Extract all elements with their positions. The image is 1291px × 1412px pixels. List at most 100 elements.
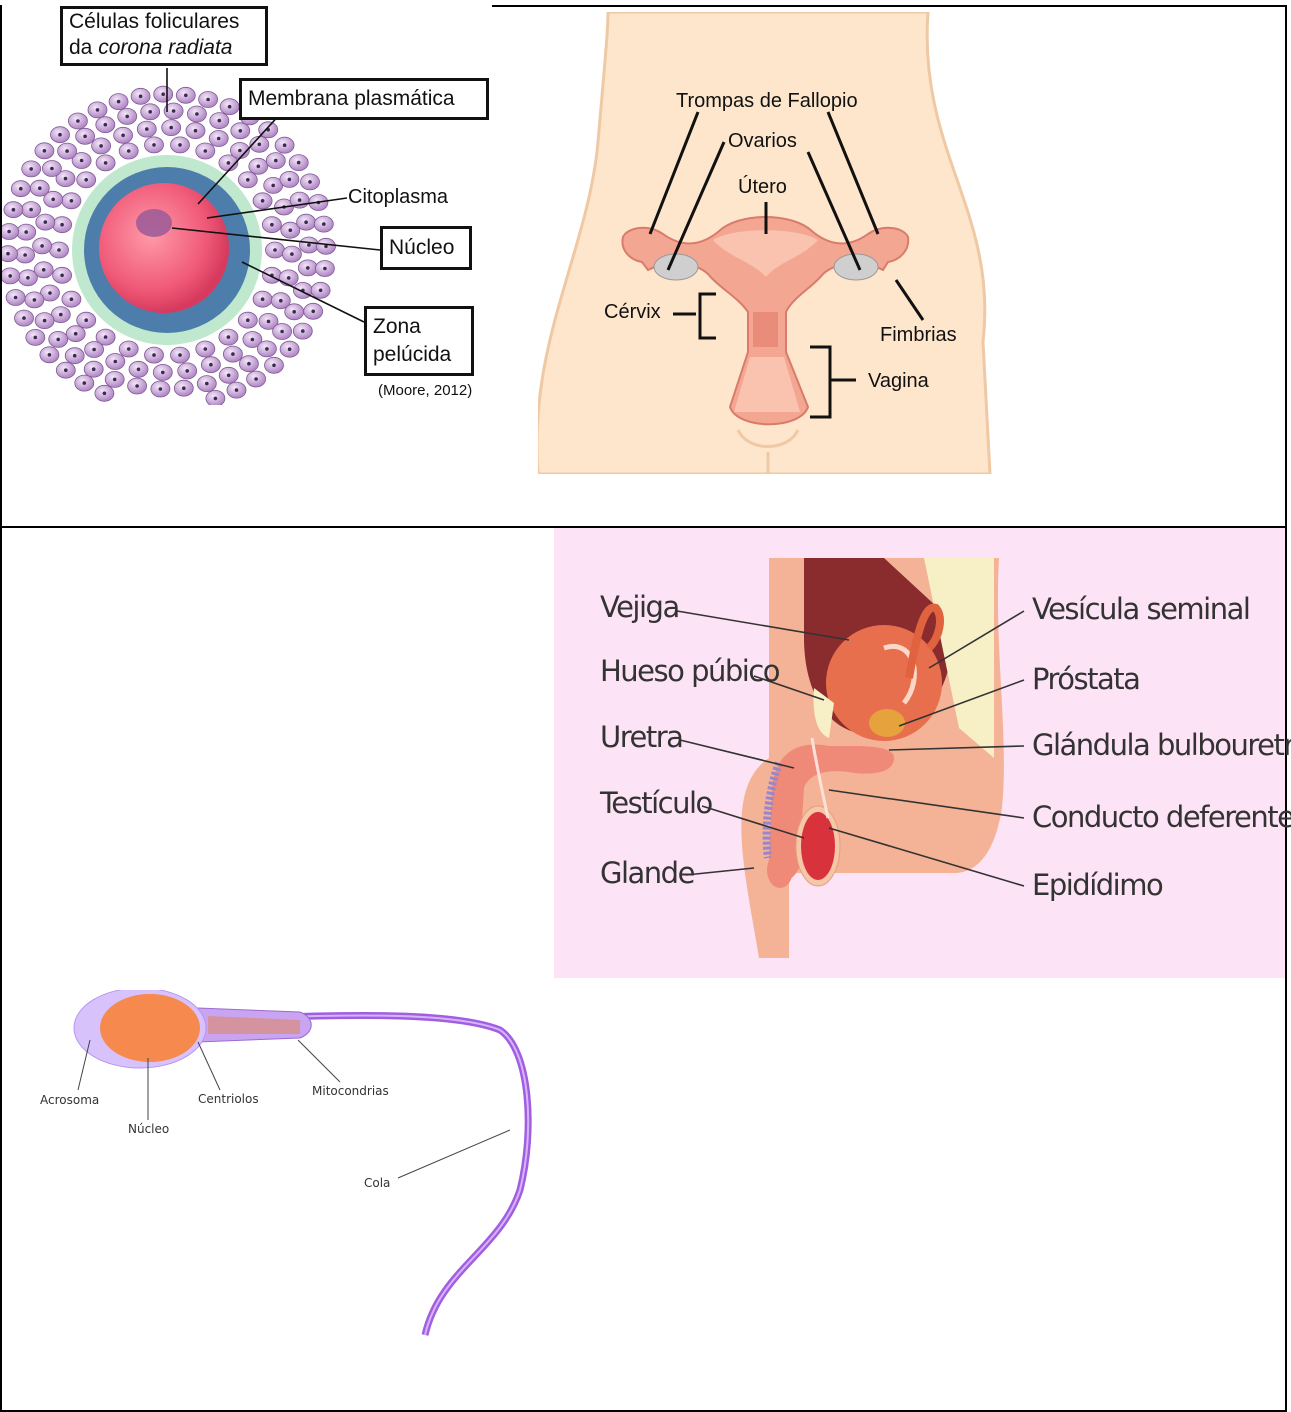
follicular-cell-nucleus	[290, 252, 294, 256]
follicular-cell-nucleus	[238, 149, 242, 153]
follicular-cell-nucleus	[29, 167, 33, 171]
follicular-cell-nucleus	[99, 144, 103, 148]
follicular-cell-nucleus	[272, 364, 276, 368]
follicular-cell-nucleus	[261, 297, 265, 301]
follicular-cell-nucleus	[117, 100, 121, 104]
follicular-cell-nucleus	[48, 291, 52, 295]
follicular-cell-nucleus	[74, 332, 78, 336]
follicular-cell-nucleus	[14, 296, 18, 300]
fallopian-tubes-label: Trompas de Fallopio	[676, 90, 858, 113]
follicular-cell-nucleus	[270, 223, 274, 227]
follicular-cell-nucleus	[283, 143, 287, 147]
egg-corona-label: Células foliculares da corona radiata	[60, 6, 268, 66]
follicular-cell-nucleus	[44, 220, 48, 224]
follicular-cell-nucleus	[40, 244, 44, 248]
follicular-cell-nucleus	[96, 108, 100, 112]
urethra-label: Uretra	[600, 720, 682, 754]
follicular-cell-nucleus	[137, 368, 141, 372]
follicular-cell-nucleus	[127, 347, 131, 351]
follicular-cell-nucleus	[169, 126, 173, 130]
follicular-cell-nucleus	[273, 248, 277, 252]
follicular-cell-nucleus	[43, 319, 47, 323]
left-ovary	[654, 254, 698, 280]
follicular-cell-nucleus	[38, 186, 42, 190]
follicular-cell-nucleus	[23, 253, 27, 257]
follicular-cell-nucleus	[239, 129, 243, 133]
follicular-cell-nucleus	[104, 161, 108, 165]
follicular-cell-nucleus	[70, 199, 74, 203]
follicular-cell-nucleus	[60, 274, 64, 278]
follicular-cell-nucleus	[206, 98, 210, 102]
follicular-cell-nucleus	[58, 133, 62, 137]
follicular-cell-nucleus	[70, 297, 74, 301]
follicular-cell-nucleus	[246, 178, 250, 182]
follicular-cell-nucleus	[135, 384, 139, 388]
follicular-cell-nucleus	[26, 276, 30, 280]
follicular-cell-nucleus	[178, 143, 182, 147]
follicular-cell-nucleus	[246, 318, 250, 322]
follicular-cell-nucleus	[161, 371, 165, 375]
follicular-cell-nucleus	[161, 92, 165, 96]
female-reproductive-illustration	[538, 12, 993, 474]
follicular-cell-nucleus	[113, 378, 117, 382]
follicular-cell-nucleus	[204, 347, 208, 351]
follicular-cell-nucleus	[247, 362, 251, 366]
follicular-cell-nucleus	[204, 149, 208, 153]
follicular-cell-nucleus	[114, 360, 118, 364]
follicular-cell-nucleus	[19, 187, 23, 191]
follicular-cell-nucleus	[311, 310, 315, 314]
mitochondria-label: Mitocondrias	[312, 1084, 389, 1098]
follicular-cell-nucleus	[76, 119, 80, 123]
follicular-cell-nucleus	[148, 110, 152, 114]
bulbourethral-label: Glándula bulbouretral	[1032, 728, 1291, 762]
sperm-nucleus-label: Núcleo	[128, 1122, 169, 1136]
follicular-cell-nucleus	[308, 180, 312, 184]
epididymis-label: Epidídimo	[1032, 868, 1162, 902]
follicular-cell-nucleus	[73, 354, 77, 358]
follicular-cell-nucleus	[258, 143, 262, 147]
follicular-cell-nucleus	[57, 248, 61, 252]
follicular-cell-nucleus	[48, 353, 52, 357]
egg-credit: (Moore, 2012)	[378, 382, 472, 399]
follicular-cell-nucleus	[42, 268, 46, 272]
follicular-cell-nucleus	[159, 387, 163, 391]
follicular-cell-nucleus	[33, 298, 37, 302]
follicular-cell-nucleus	[194, 129, 198, 133]
tail-label: Cola	[364, 1176, 390, 1190]
follicular-cell-nucleus	[205, 382, 209, 386]
centrioles-label: Centriolos	[198, 1092, 259, 1106]
follicular-cell-nucleus	[59, 313, 63, 317]
follicular-cell-nucleus	[257, 165, 261, 169]
follicular-cell-nucleus	[65, 149, 69, 153]
female-anatomy-panel: Trompas de Fallopio Ovarios Útero Cérvix…	[538, 12, 993, 474]
follicular-cell-nucleus	[298, 198, 302, 202]
glans-label: Glande	[600, 856, 694, 890]
testicle-shape	[801, 812, 835, 880]
egg-cell-panel: Células foliculares da corona radiata Me…	[2, 0, 492, 405]
follicular-cell-nucleus	[50, 167, 54, 171]
follicular-cell-nucleus	[84, 318, 88, 322]
follicular-cell-nucleus	[84, 178, 88, 182]
follicular-cell-nucleus	[83, 381, 87, 385]
egg-zona-label: Zona pelúcida	[364, 306, 474, 376]
prostate-shape	[869, 709, 905, 737]
follicular-cell-nucleus	[29, 208, 33, 212]
follicular-cell-nucleus	[7, 230, 11, 234]
follicular-cell-nucleus	[267, 320, 271, 324]
fimbriae-label: Fimbrias	[880, 324, 957, 347]
follicular-cell-nucleus	[178, 353, 182, 357]
follicular-cell-nucleus	[80, 159, 84, 163]
follicular-cell-nucleus	[292, 310, 296, 314]
follicular-cell-nucleus	[92, 367, 96, 371]
follicular-cell-nucleus	[127, 149, 131, 153]
follicular-cell-nucleus	[304, 220, 308, 224]
follicular-cell-nucleus	[104, 123, 108, 127]
follicular-cell-nucleus	[279, 299, 283, 303]
vagina-label: Vagina	[868, 370, 929, 393]
follicular-cell-nucleus	[51, 198, 55, 202]
follicular-cell-nucleus	[195, 112, 199, 116]
follicular-cell-nucleus	[92, 348, 96, 352]
follicular-cell-nucleus	[209, 363, 213, 367]
follicular-cell-nucleus	[185, 369, 189, 373]
sperm-nucleus	[100, 994, 200, 1062]
